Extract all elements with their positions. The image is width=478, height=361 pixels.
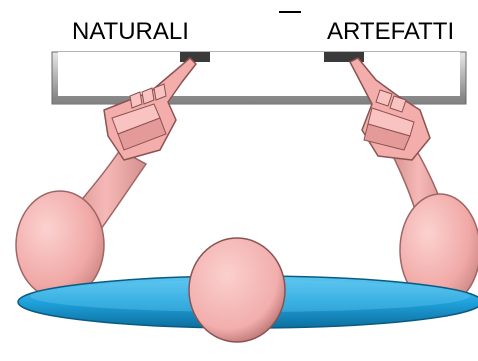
label-naturali: NATURALI xyxy=(72,17,189,47)
board xyxy=(52,52,466,104)
head xyxy=(189,238,285,342)
left-arm xyxy=(16,150,146,299)
separator-dash xyxy=(279,11,301,13)
label-artefatti: ARTEFATTI xyxy=(327,17,454,47)
